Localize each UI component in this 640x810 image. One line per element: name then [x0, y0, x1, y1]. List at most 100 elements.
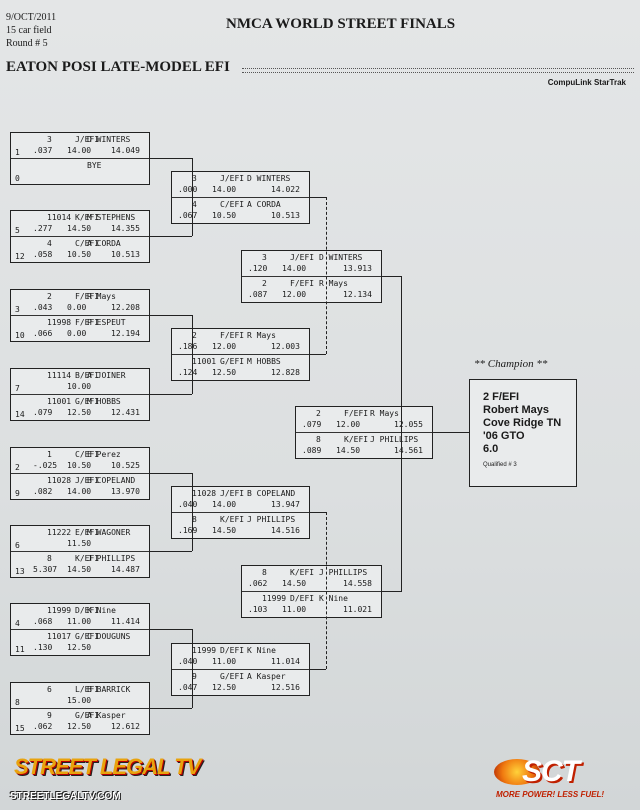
racer-class: D/EFI — [290, 594, 315, 603]
racer-number: 8 — [192, 515, 197, 524]
champion-car: '06 GTO — [483, 430, 525, 442]
bracket-connector — [150, 551, 192, 552]
bracket-connector — [150, 315, 192, 316]
reaction-time: .079 — [302, 420, 322, 429]
page-title: NMCA WORLD STREET FINALS — [226, 16, 456, 32]
racer-name: J PHILLIPS — [87, 554, 136, 563]
bracket-connector — [310, 512, 326, 513]
elapsed-time: 12.194 — [111, 329, 140, 338]
bracket-connector — [310, 197, 326, 198]
lane-position: 2 — [15, 463, 20, 472]
racer-class: F/EFI — [220, 331, 245, 340]
lane-position: 14 — [15, 410, 25, 419]
elapsed-time: 14.558 — [343, 579, 372, 588]
reaction-time: .040 — [178, 657, 198, 666]
reaction-time: .062 — [33, 722, 53, 731]
elapsed-time: 13.913 — [343, 264, 372, 273]
racer-name: P ESPEUT — [87, 318, 126, 327]
dial-in: 10.50 — [212, 211, 237, 220]
elapsed-time: 12.003 — [271, 342, 300, 351]
racer-number: 11028 — [192, 489, 217, 498]
racer-number: 11001 — [192, 357, 217, 366]
racer-class: L/EFI — [75, 685, 100, 694]
racer-number: 11014 — [47, 213, 72, 222]
lane-position: 10 — [15, 331, 25, 340]
elapsed-time: 12.431 — [111, 408, 140, 417]
reaction-time: .277 — [33, 224, 53, 233]
racer-number: 3 — [47, 135, 52, 144]
reaction-time: .040 — [178, 500, 198, 509]
round-number: Round # 5 — [6, 38, 48, 49]
event-class-title: EATON POSI LATE-MODEL EFI — [6, 59, 230, 75]
racer-name: M HOBBS — [87, 397, 121, 406]
sct-logo-text: SCT — [522, 755, 580, 788]
racer-name: R Mays — [319, 279, 348, 288]
bracket-connector — [192, 473, 193, 551]
champion-class: 2 F/EFI — [483, 391, 520, 403]
bracket-connector — [150, 473, 192, 474]
racer-name: B BARRICK — [87, 685, 131, 694]
racer-class: G/EFI — [75, 632, 100, 641]
champion-label: ** Champion ** — [474, 358, 548, 370]
racer-class: J/EFI — [220, 174, 245, 183]
racer-name: M HOBBS — [247, 357, 281, 366]
bracket-connector — [150, 236, 192, 237]
reaction-time: .079 — [33, 408, 53, 417]
reaction-time: .043 — [33, 303, 53, 312]
racer-name: J PHILLIPS — [319, 568, 368, 577]
racer-class: G/EFI — [220, 357, 245, 366]
reaction-time: .068 — [33, 617, 53, 626]
racer-class: J/EFI — [75, 135, 100, 144]
racer-name: D WINTERS — [319, 253, 363, 262]
bracket-connector — [150, 708, 192, 709]
lane-position: 7 — [15, 384, 20, 393]
dial-in: 14.50 — [282, 579, 307, 588]
lane-position: 11 — [15, 645, 25, 654]
lane-position: 13 — [15, 567, 25, 576]
lane-position: 4 — [15, 619, 20, 628]
racer-number: 11222 — [47, 528, 72, 537]
reaction-time: .186 — [178, 342, 198, 351]
racer-number: 8 — [316, 435, 321, 444]
elapsed-time: 14.487 — [111, 565, 140, 574]
bracket-connector — [192, 629, 193, 708]
racer-class: F/EFI — [344, 409, 369, 418]
elapsed-time: 12.055 — [394, 420, 423, 429]
champion-box: 2 F/EFI Robert Mays Cove Ridge TN '06 GT… — [469, 379, 577, 487]
racer-number: 11999 — [192, 646, 217, 655]
street-legal-tv-url: STREETLEGALTV.COM — [10, 791, 121, 802]
bracket-connector — [326, 512, 327, 669]
racer-number: 11999 — [262, 594, 287, 603]
racer-name: R Mays — [247, 331, 276, 340]
timing-system-label: CompuLink StarTrak — [547, 78, 626, 87]
elapsed-time: 13.970 — [111, 487, 140, 496]
dial-in: 11.00 — [212, 657, 237, 666]
bracket-connector — [150, 158, 192, 159]
reaction-time: 5.307 — [33, 565, 58, 574]
dial-in: 10.50 — [67, 461, 92, 470]
dial-in: 14.00 — [67, 487, 92, 496]
champion-name: Robert Mays — [483, 404, 550, 416]
racer-number: 4 — [47, 239, 52, 248]
racer-number: 11001 — [47, 397, 72, 406]
bracket-connector — [192, 158, 193, 236]
racer-class: J/EFI — [220, 489, 245, 498]
